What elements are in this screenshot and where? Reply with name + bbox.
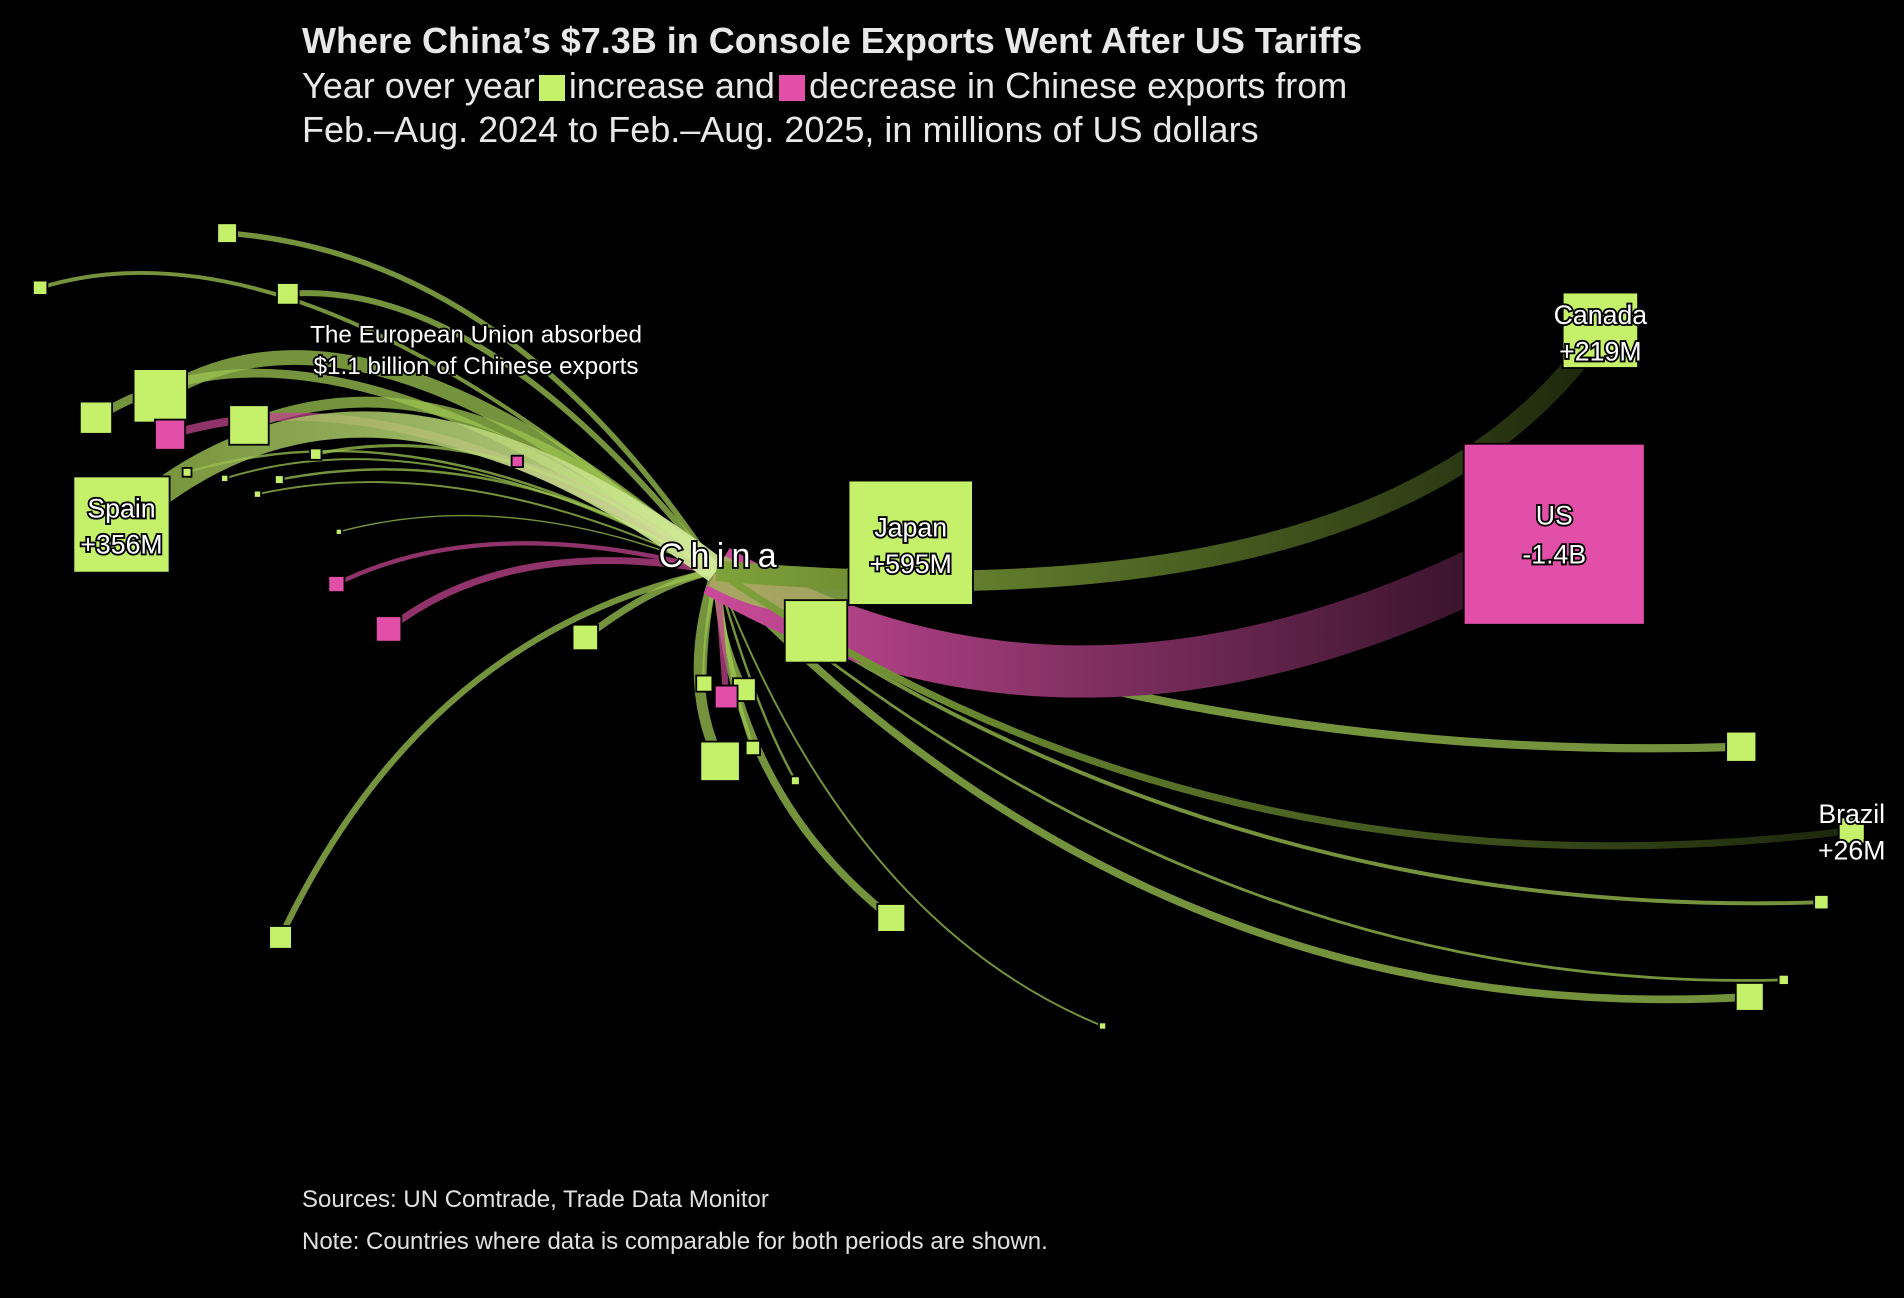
origin-label-china: China <box>659 537 784 575</box>
label-us-name: US <box>1536 501 1573 531</box>
decrease-swatch <box>778 75 805 101</box>
destination-17-marker <box>571 623 599 652</box>
label-japan-name: Japan <box>874 513 947 543</box>
destination-7-marker <box>154 418 187 451</box>
destination-11-marker <box>309 447 323 461</box>
destination-30-marker <box>1098 1021 1108 1031</box>
destination-18-marker <box>699 740 741 782</box>
label-brazil-name: Brazil <box>1818 799 1885 829</box>
us-marker <box>1462 442 1646 626</box>
destination-2-flow <box>226 230 719 573</box>
destination-21-marker <box>744 739 761 757</box>
destination-15-flow <box>257 481 717 572</box>
destination-22-marker <box>876 903 907 933</box>
chart-subtitle: Year over year increase and decrease in Ch… <box>302 64 1602 152</box>
destination-12-marker <box>181 467 193 478</box>
label-japan-value: +595M <box>870 549 952 579</box>
destination-28-flow <box>277 567 718 939</box>
label-spain-name: Spain <box>87 493 155 523</box>
sources-note: Sources: UN Comtrade, Trade Data Monitor <box>302 1186 769 1213</box>
brazil-flow <box>714 567 1853 850</box>
destination-30-flow <box>715 570 1103 1027</box>
destination-27-marker <box>1813 894 1830 911</box>
destination-8-marker <box>374 615 403 643</box>
destination-13-marker <box>273 474 285 485</box>
label-canada-name: Canada <box>1554 300 1648 330</box>
label-brazil-value: +26M <box>1818 836 1886 866</box>
spain-flow <box>112 411 725 582</box>
destination-6-marker <box>783 599 849 664</box>
destination-29-marker <box>790 775 801 787</box>
destination-3-marker <box>276 282 300 306</box>
destination-23-marker <box>713 684 739 710</box>
destination-2-marker <box>216 222 238 244</box>
eu-annotation-line1: The European Union absorbed <box>310 321 642 348</box>
data-note: Note: Countries where data is comparable… <box>302 1228 1048 1255</box>
destination-24-marker <box>1725 730 1758 763</box>
spain-marker <box>72 475 171 574</box>
destination-26-marker <box>1734 981 1765 1012</box>
brazil-marker <box>1837 816 1866 845</box>
subtitle-part2: increase and <box>568 65 775 106</box>
destination-15-marker <box>252 489 262 499</box>
increase-swatch <box>538 75 565 101</box>
destination-14-marker <box>220 473 230 483</box>
subtitle-line2: Feb.–Aug. 2024 to Feb.–Aug. 2025, in mil… <box>302 109 1259 150</box>
destination-1-marker <box>78 400 114 435</box>
eu-annotation-line2: $1.1 billion of Chinese exports <box>313 353 638 380</box>
destination-5-marker <box>228 404 270 446</box>
label-us-value: -1.4B <box>1522 539 1586 569</box>
destination-26-flow <box>713 568 1750 1004</box>
destination-25-flow <box>715 569 1784 982</box>
subtitle-part3: decrease in Chinese exports from <box>808 65 1348 106</box>
destination-0-marker <box>132 368 188 424</box>
destination-0-flow <box>156 350 722 577</box>
label-canada-value: +219M <box>1559 337 1641 367</box>
canada-marker <box>1561 291 1640 369</box>
subtitle-part1: Year over year <box>302 65 535 106</box>
japan-marker <box>847 479 974 606</box>
destination-27-flow <box>715 569 1822 906</box>
destination-4-marker <box>31 279 49 296</box>
destination-16-flow <box>338 514 717 572</box>
destination-8-flow <box>386 557 718 632</box>
label-spain-value: +356M <box>80 530 162 560</box>
destination-28-marker <box>268 925 293 950</box>
destination-9-flow <box>335 541 718 587</box>
destination-16-marker <box>334 527 343 536</box>
destination-20-marker <box>695 674 714 693</box>
chart-title: Where China’s $7.3B in Console Exports W… <box>302 20 1363 61</box>
destination-3-flow <box>287 290 719 573</box>
destination-25-marker <box>1777 973 1790 986</box>
destination-9-marker <box>327 575 346 594</box>
destination-10-marker <box>510 454 524 469</box>
